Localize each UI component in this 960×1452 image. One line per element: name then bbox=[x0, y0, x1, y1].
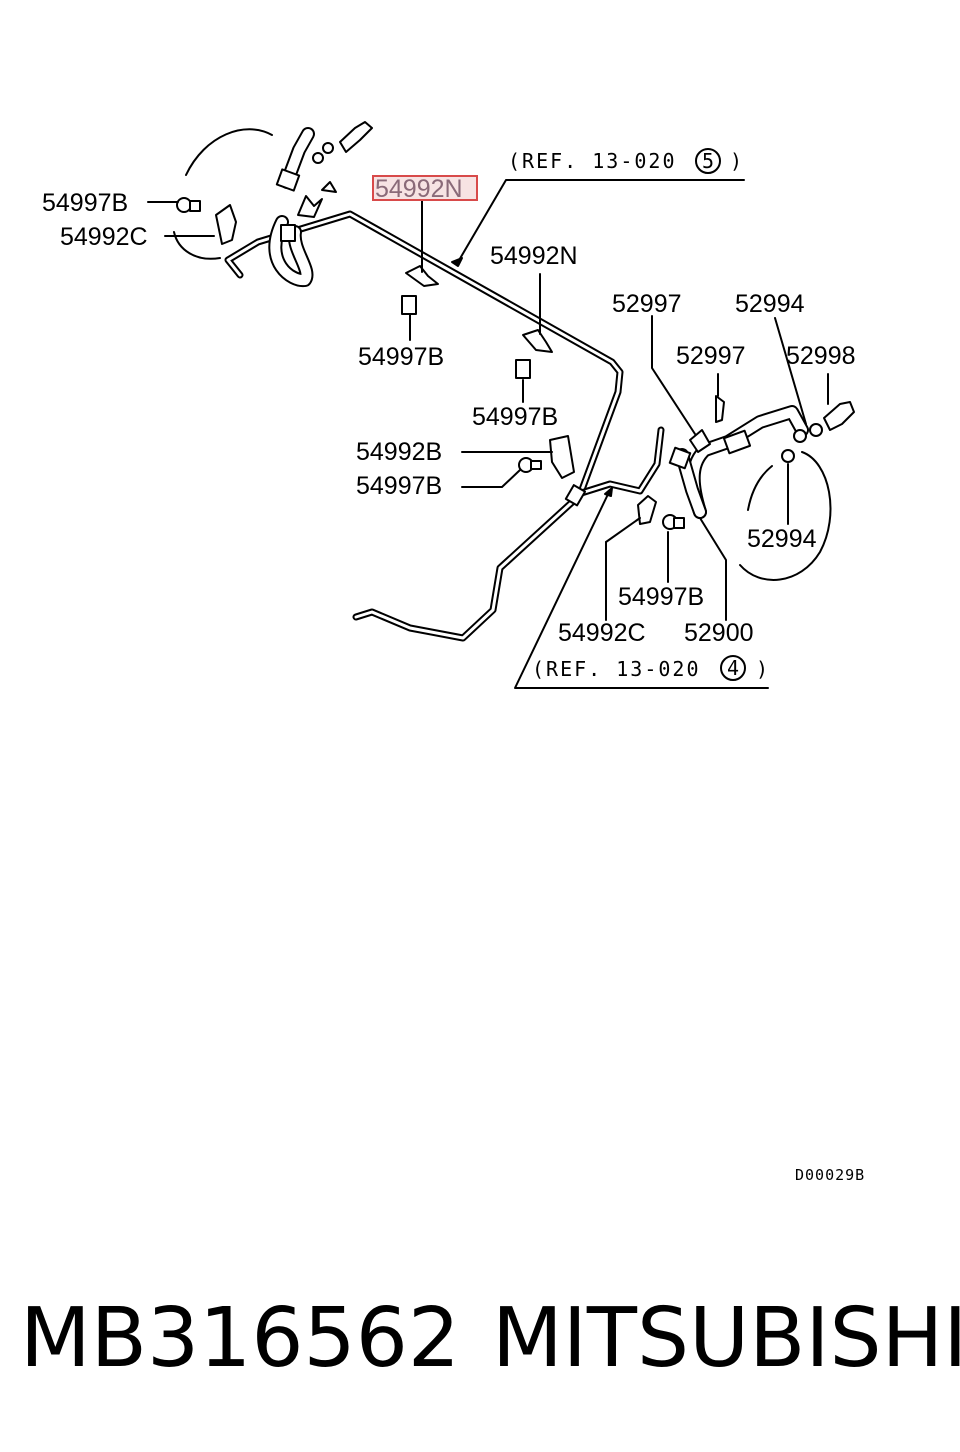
label-52997-a: 52997 bbox=[612, 290, 682, 318]
bolt-top bbox=[401, 295, 417, 315]
label-54992C-left: 54992C bbox=[60, 223, 148, 251]
label-54997B-left: 54997B bbox=[42, 189, 128, 217]
label-52998: 52998 bbox=[786, 342, 856, 370]
hose-clip bbox=[297, 195, 323, 218]
label-54992N-mid: 54992N bbox=[490, 242, 578, 270]
washer bbox=[809, 423, 823, 437]
drawing-code: D00029B bbox=[795, 1166, 865, 1184]
bolt-head bbox=[189, 200, 201, 212]
washer-52994 bbox=[781, 449, 795, 463]
bolt-head bbox=[530, 460, 542, 470]
label-52900: 52900 bbox=[684, 619, 754, 647]
union-bolt bbox=[339, 121, 373, 153]
bracket-54992C bbox=[637, 495, 657, 525]
union-bolt-52998 bbox=[823, 401, 855, 431]
bolt-head bbox=[673, 517, 685, 529]
bracket-54992B bbox=[549, 435, 575, 479]
ref-bottom-close: ) bbox=[756, 657, 770, 681]
label-54992B: 54992B bbox=[356, 438, 442, 466]
tube-clip-mid bbox=[522, 329, 553, 353]
ref-top-text: (REF. 13-020 bbox=[508, 149, 677, 173]
ref-top-circle bbox=[695, 148, 721, 174]
right-hose-assembly bbox=[637, 395, 855, 581]
bracket bbox=[215, 204, 237, 245]
hose-fitting bbox=[722, 429, 752, 455]
tube-clip-top bbox=[405, 265, 439, 287]
clip-52997-b bbox=[715, 395, 725, 423]
hose-end bbox=[668, 446, 692, 470]
brand-name: MITSUBISHI bbox=[492, 1291, 960, 1386]
ref-top-close: ) bbox=[730, 149, 744, 173]
hose-fitting bbox=[275, 168, 301, 192]
middle-clips bbox=[401, 265, 575, 479]
ref-bottom-num: 4 bbox=[727, 656, 739, 680]
bolt bbox=[176, 197, 192, 213]
clip bbox=[321, 181, 337, 193]
label-54992C-right: 54992C bbox=[558, 619, 646, 647]
label-54997B-right: 54997B bbox=[618, 583, 704, 611]
bolt-mid bbox=[515, 359, 531, 379]
label-52997-b: 52997 bbox=[676, 342, 746, 370]
label-52994-a: 52994 bbox=[735, 290, 805, 318]
highlight-box[interactable] bbox=[372, 175, 478, 201]
label-54992N-highlighted[interactable]: 54992N bbox=[375, 175, 463, 203]
part-number: MB316562 bbox=[20, 1291, 460, 1386]
ref-bottom-text: (REF. 13-020 bbox=[532, 657, 701, 681]
label-54997B-mid-c: 54997B bbox=[356, 472, 442, 500]
label-54997B-mid-a: 54997B bbox=[358, 343, 444, 371]
leader-lines bbox=[147, 179, 829, 689]
clip-52997 bbox=[689, 429, 711, 453]
washer bbox=[312, 152, 324, 164]
ref-top-num: 5 bbox=[702, 149, 714, 173]
ref-bottom-circle bbox=[720, 655, 746, 681]
label-54997B-mid-b: 54997B bbox=[472, 403, 558, 431]
hose-end bbox=[280, 224, 296, 242]
washer bbox=[793, 429, 807, 443]
left-hose-assembly bbox=[173, 121, 373, 288]
washer bbox=[322, 142, 334, 154]
label-52994-b: 52994 bbox=[747, 525, 817, 553]
tube-junction bbox=[564, 484, 587, 507]
